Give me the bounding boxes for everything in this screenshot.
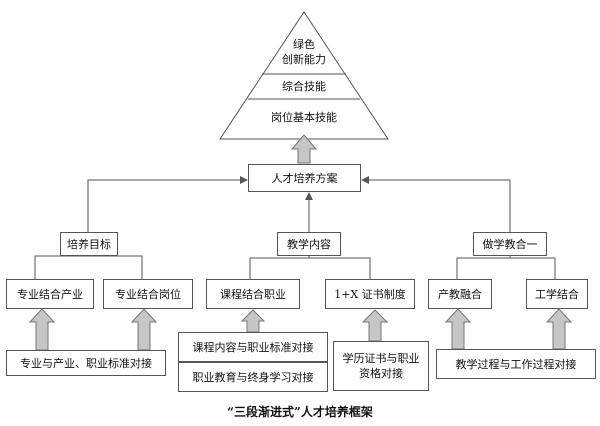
course-box: 课程结合职业 bbox=[206, 279, 300, 309]
group-teaching-box: 教学内容 bbox=[277, 232, 341, 256]
pyramid-base-label: 岗位基本技能 bbox=[271, 111, 337, 124]
arrow-process-to-fusion bbox=[444, 308, 472, 350]
arrow-process-to-combine bbox=[545, 308, 573, 350]
diploma-line-2: 资格对接 bbox=[359, 367, 403, 380]
line-work-to-plan bbox=[369, 179, 511, 232]
figure-caption: “三段渐进式”人才培养框架 bbox=[227, 405, 373, 419]
post-box: 专业结合岗位 bbox=[103, 279, 193, 309]
arrowhead-teaching-plan bbox=[305, 192, 313, 200]
arrow-standards-to-post bbox=[130, 308, 158, 351]
line-work-tree bbox=[456, 257, 556, 279]
group-goal-box: 培养目标 bbox=[60, 232, 118, 256]
industry-box: 专业结合产业 bbox=[6, 279, 94, 309]
arrow-course-standard-to-course bbox=[240, 309, 266, 333]
arrow-plan-to-pyramid bbox=[290, 134, 318, 164]
course-standard-box: 课程内容与职业标准对接 bbox=[178, 332, 328, 362]
diploma-line-1: 学历证书与职业 bbox=[342, 352, 420, 365]
pyramid-top-line-2: 创新能力 bbox=[282, 53, 326, 66]
line-goal-tree bbox=[34, 255, 143, 279]
cert-box: 1+X 证书制度 bbox=[325, 279, 415, 309]
arrowhead-goal-plan bbox=[240, 176, 248, 184]
combine-box: 工学结合 bbox=[526, 279, 588, 309]
lifelong-box: 职业教育与终身学习对接 bbox=[178, 362, 328, 392]
arrowhead-work-plan bbox=[361, 176, 369, 184]
fusion-box: 产教融合 bbox=[428, 279, 492, 309]
pyramid-top-line-1: 绿色 bbox=[293, 38, 315, 51]
line-goal-to-plan bbox=[87, 179, 241, 232]
line-teaching-tree bbox=[249, 257, 371, 279]
standards-box: 专业与产业、职业标准对接 bbox=[6, 350, 166, 376]
diploma-box: 学历证书与职业 资格对接 bbox=[333, 341, 429, 391]
arrow-standards-to-industry bbox=[28, 308, 56, 351]
pyramid-middle-label: 综合技能 bbox=[282, 80, 326, 93]
talent-plan-box: 人才培养方案 bbox=[248, 164, 361, 192]
group-work-box: 做学教合一 bbox=[473, 232, 547, 256]
process-box: 教学过程与工作过程对接 bbox=[436, 349, 596, 379]
arrow-diploma-to-cert bbox=[361, 309, 389, 342]
